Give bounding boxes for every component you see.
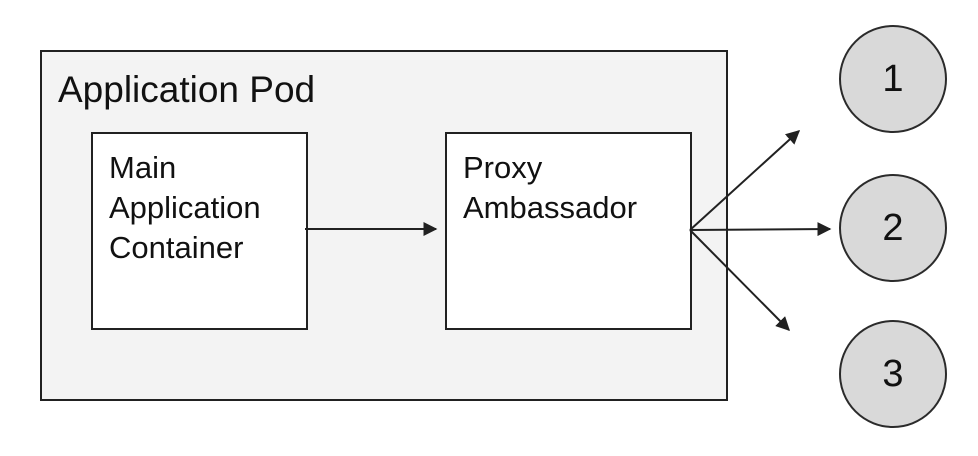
- endpoint-circle-3: 3: [839, 320, 947, 428]
- endpoint-circle-2-label: 2: [882, 206, 904, 249]
- endpoint-circle-3-label: 3: [882, 352, 904, 395]
- endpoint-circle-2: 2: [839, 174, 947, 282]
- node-proxy-ambassador-label: Proxy Ambassador: [463, 150, 638, 225]
- application-pod-group: Application Pod Main Application Contain…: [40, 50, 728, 401]
- node-proxy-ambassador: Proxy Ambassador: [445, 132, 692, 330]
- node-main-application-container: Main Application Container: [91, 132, 308, 330]
- node-main-application-container-label: Main Application Container: [109, 150, 261, 265]
- endpoint-circle-1: 1: [839, 25, 947, 133]
- application-pod-label: Application Pod: [58, 69, 316, 110]
- endpoint-circle-1-label: 1: [882, 57, 904, 100]
